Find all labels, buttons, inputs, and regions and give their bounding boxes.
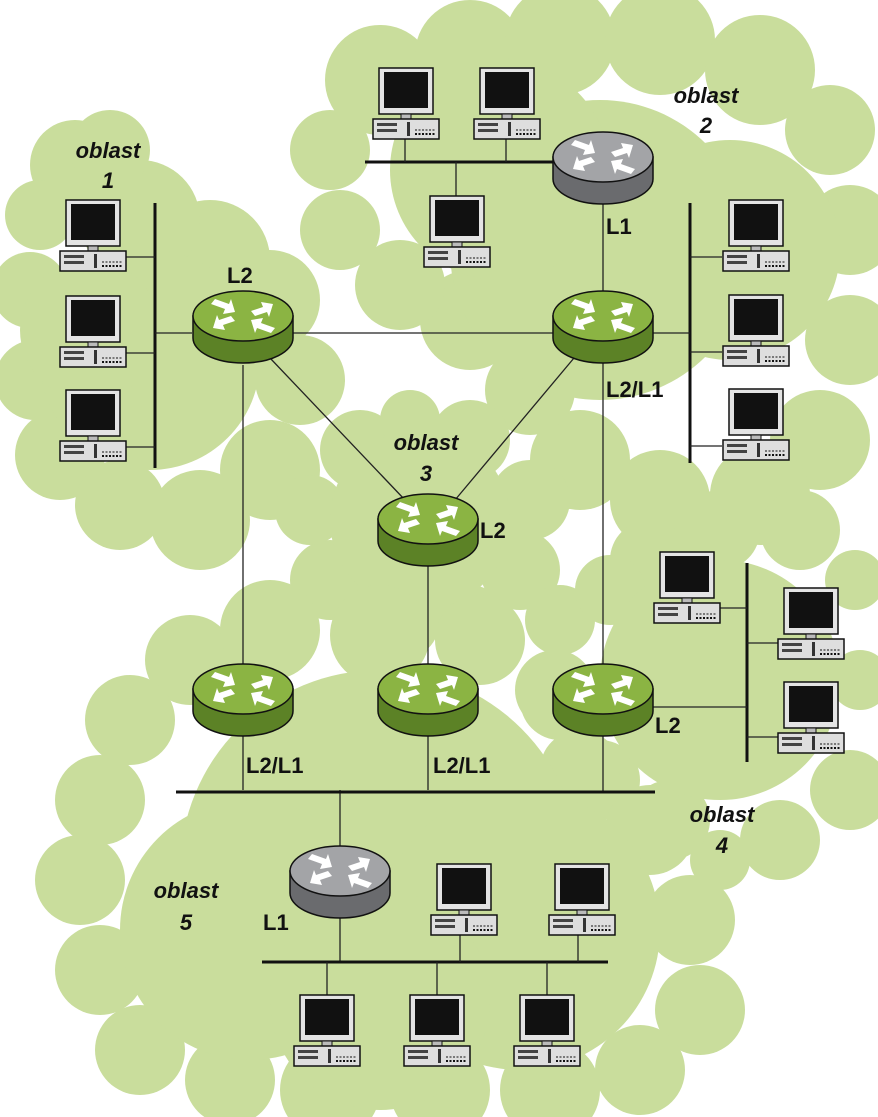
area-label-3: oblast [394,430,460,455]
lan-buses [120,130,782,995]
computer-icon [722,388,790,461]
computer-icon [513,994,581,1067]
router-label-area-5-right: L2/L1 [433,753,490,778]
computer-icon [777,681,845,754]
computer-icon [293,994,361,1067]
router-label-area-2-l2l1: L2/L1 [606,377,663,402]
computer-icon [59,295,127,368]
area-labels: oblast 1 oblast 2 oblast 3 oblast 4 obla… [76,83,756,935]
computer-icon [430,863,498,936]
router-icon [552,663,654,737]
computer-icon [548,863,616,936]
router-icon [552,290,654,364]
area-label-1: oblast [76,138,142,163]
computer-icon [777,587,845,660]
router-icon [377,493,479,567]
computer-icon [59,389,127,462]
router-icon [192,663,294,737]
computer-icon [722,294,790,367]
routers [192,131,654,919]
router-label-area-4: L2 [655,713,681,738]
router-label-area-1: L2 [227,263,253,288]
router-icon [552,131,654,205]
router-level-labels: L2 L1 L2/L1 L2 L2 L2/L1 L2/L1 L1 [227,214,681,935]
computer-icon [403,994,471,1067]
computer-icon [473,67,541,140]
computer-icon [59,199,127,272]
router-label-area-5-l1: L1 [263,910,289,935]
router-icon [377,663,479,737]
router-icon [192,290,294,364]
area-label-2: oblast [674,83,740,108]
area-label-2-number: 2 [699,113,713,138]
router-icon [289,845,391,919]
area-label-1-number: 1 [102,168,114,193]
computer-icon [372,67,440,140]
computer-icon [653,551,721,624]
area-label-4-number: 4 [715,833,728,858]
router-label-area-5-left: L2/L1 [246,753,303,778]
computer-icon [423,195,491,268]
area-label-4: oblast [690,802,756,827]
area-label-5-number: 5 [180,910,193,935]
computer-icon [722,199,790,272]
router-label-area-2-l1: L1 [606,214,632,239]
area-label-3-number: 3 [420,461,432,486]
router-label-area-3: L2 [480,518,506,543]
area-label-5: oblast [154,878,220,903]
